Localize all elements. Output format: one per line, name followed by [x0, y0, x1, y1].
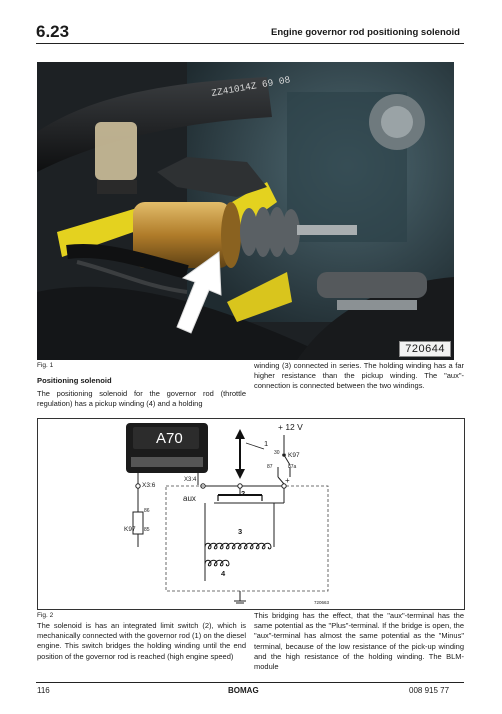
solenoid-photo: ZZ41014Z 69 08 720644 [37, 62, 454, 360]
a70-connector-strip [131, 457, 203, 467]
a70-label: A70 [156, 430, 183, 447]
brand-name: BOMAG [228, 686, 259, 695]
coil-relay-label: K97 [124, 526, 136, 533]
page-header: 6.23 Engine governor rod positioning sol… [36, 22, 464, 44]
callout-2: 2 [241, 489, 246, 498]
relay-pin-30: 30 [274, 450, 280, 456]
fig1-label: Fig. 1 [37, 362, 54, 369]
callout-1: 1 [264, 439, 269, 448]
fig1-left-paragraph: The positioning solenoid for the governo… [37, 389, 246, 409]
section-number: 6.23 [36, 22, 70, 41]
photo-image-code: 720644 [399, 341, 451, 357]
engine-photo-illustration: ZZ41014Z 69 08 [37, 62, 454, 360]
diagram-image-code: 720663 [314, 600, 330, 605]
circuit-drawing [126, 423, 329, 604]
circuit-diagram: A70 + 12 V 1 30 K97 87 87a X3:4 X3:6 + a… [37, 418, 465, 610]
winding-3 [204, 542, 272, 550]
voltage-label: + 12 V [278, 422, 303, 432]
fig1-heading: Positioning solenoid [37, 376, 112, 385]
document-number: 008 915 77 [409, 686, 450, 695]
section-title: Engine governor rod positioning solenoid [271, 27, 460, 38]
coil-pin-86: 86 [144, 508, 150, 514]
connector-x36: X3:6 [142, 482, 156, 489]
connector-x34: X3:4 [184, 477, 197, 483]
page-number: 116 [37, 686, 50, 695]
fig1-right-paragraph: winding (3) connected in series. The hol… [254, 361, 464, 391]
relay-pin-87: 87 [267, 464, 273, 470]
callout-4: 4 [221, 569, 226, 578]
callout-3: 3 [238, 527, 243, 536]
plus-terminal-label: + [285, 476, 290, 485]
aux-label: aux [183, 494, 196, 503]
relay-label: K97 [288, 452, 300, 459]
fig2-right-paragraph: This bridging has the effect, that the "… [254, 611, 464, 672]
footer-rule [36, 682, 464, 683]
fig2-left-paragraph: The solenoid is has an integrated limit … [37, 621, 246, 661]
coil-pin-85: 85 [144, 527, 150, 533]
fig2-label: Fig. 2 [37, 612, 54, 619]
winding-4 [204, 559, 230, 567]
header-rule [36, 43, 464, 44]
relay-pin-87a: 87a [288, 464, 297, 470]
